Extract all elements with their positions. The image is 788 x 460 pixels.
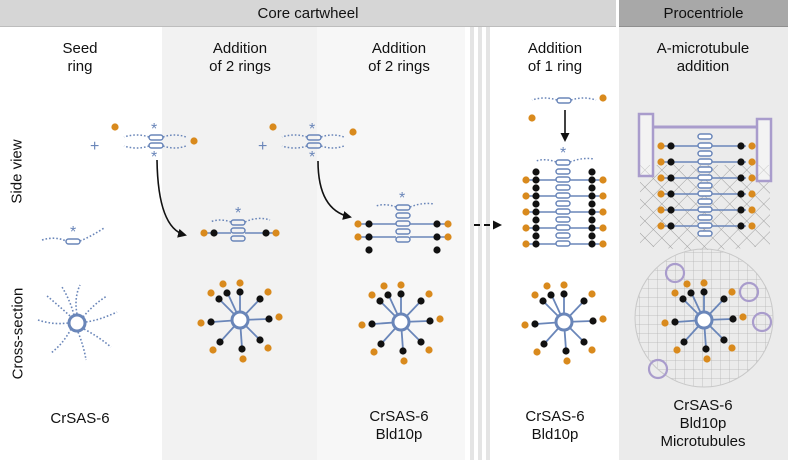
- protein-name: CrSAS-6: [369, 408, 429, 425]
- protein-label-add2b: CrSAS-6 Bld10p: [324, 408, 474, 444]
- cartwheel-cross-section-a: [197, 279, 283, 363]
- column-title-line: of 1 ring: [527, 58, 583, 75]
- star-symbol: *: [560, 145, 566, 162]
- plus-symbol: +: [90, 138, 99, 155]
- bld10p-dot: [599, 94, 607, 102]
- microtubule-left: [637, 112, 655, 178]
- bld10p-dot: [269, 123, 277, 131]
- microtubule-triplet: [738, 281, 760, 303]
- microtubule-triplet: [664, 262, 686, 284]
- dimer-pair: [281, 134, 345, 149]
- column-title-line: addition: [676, 58, 730, 75]
- protein-name: CrSAS-6: [673, 397, 733, 414]
- protein-label-seed: CrSAS-6: [5, 410, 155, 428]
- column-title-add1: Addition of 1 ring: [480, 40, 630, 76]
- spoke-tip: [210, 229, 218, 237]
- header-procentriole: Procentriole: [619, 0, 788, 27]
- protein-name: Bld10p: [375, 426, 423, 443]
- star-symbol: *: [70, 224, 76, 241]
- cartwheel-cross-section-c: [521, 281, 607, 365]
- star-symbol: *: [151, 121, 157, 138]
- star-symbol: *: [399, 190, 405, 207]
- four-ring-stack: [358, 202, 448, 243]
- microtubule-triplet: [647, 358, 669, 380]
- bld10p-dot: [200, 229, 208, 237]
- column-seed-bg: [0, 27, 162, 460]
- spoke-tip: [262, 229, 270, 237]
- divider-stripe: [478, 27, 482, 460]
- column-title-line: Addition: [527, 40, 583, 57]
- bld10p-dot: [349, 128, 357, 136]
- column-title-amt: A-microtubule addition: [628, 40, 778, 76]
- bld10p-dot: [190, 137, 198, 145]
- procentriole-cross-section: [634, 248, 774, 388]
- bld10p-dot: [528, 114, 536, 122]
- assembly-arrow: [317, 160, 352, 220]
- seed-ring-cross-section: [37, 284, 118, 361]
- protein-name: Bld10p: [531, 426, 579, 443]
- protein-name: Microtubules: [660, 433, 746, 450]
- microtubule-triplet: [751, 311, 773, 333]
- column-title-line: A-microtubule: [656, 40, 750, 57]
- column-add2b-bg: [317, 27, 465, 460]
- star-symbol: *: [309, 121, 315, 138]
- star-symbol: *: [151, 149, 157, 166]
- procentriole-side-view: [637, 112, 773, 250]
- column-title-add2b: Addition of 2 rings: [324, 40, 474, 76]
- header-core-cartwheel: Core cartwheel: [0, 0, 616, 27]
- protein-name: Bld10p: [679, 415, 727, 432]
- bld10p-dot: [272, 229, 280, 237]
- column-add2a-bg: [162, 27, 317, 460]
- column-title-line: Addition: [371, 40, 427, 57]
- column-title-line: Addition: [212, 40, 268, 57]
- protein-name: CrSAS-6: [50, 410, 110, 427]
- protein-label-add1: CrSAS-6 Bld10p: [480, 408, 630, 444]
- assembly-arrow: [156, 159, 187, 238]
- microtubule-right: [755, 117, 773, 183]
- column-title-seed: Seed ring: [5, 40, 155, 76]
- protein-name: CrSAS-6: [525, 408, 585, 425]
- two-ring-stack: [205, 217, 275, 242]
- full-stack-side-view: [522, 157, 607, 248]
- star-symbol: *: [309, 149, 315, 166]
- protein-label-amt: CrSAS-6 Bld10p Microtubules: [628, 397, 778, 451]
- column-title-line: of 2 rings: [209, 58, 271, 75]
- cartwheel-cross-section-b: [358, 281, 444, 365]
- seed-dimer: [41, 227, 105, 245]
- divider-stripe: [470, 27, 474, 460]
- dimer-pair: [123, 134, 187, 149]
- plus-symbol: +: [258, 138, 267, 155]
- column-title-line: of 2 rings: [368, 58, 430, 75]
- star-symbol: *: [235, 205, 241, 222]
- column-title-add2a: Addition of 2 rings: [165, 40, 315, 76]
- spoke-ends: [354, 220, 452, 254]
- column-title-line: ring: [67, 58, 93, 75]
- column-title-line: Seed: [62, 40, 98, 57]
- bld10p-dot: [111, 123, 119, 131]
- incoming-dimer: [531, 97, 597, 104]
- divider-stripe: [486, 27, 490, 460]
